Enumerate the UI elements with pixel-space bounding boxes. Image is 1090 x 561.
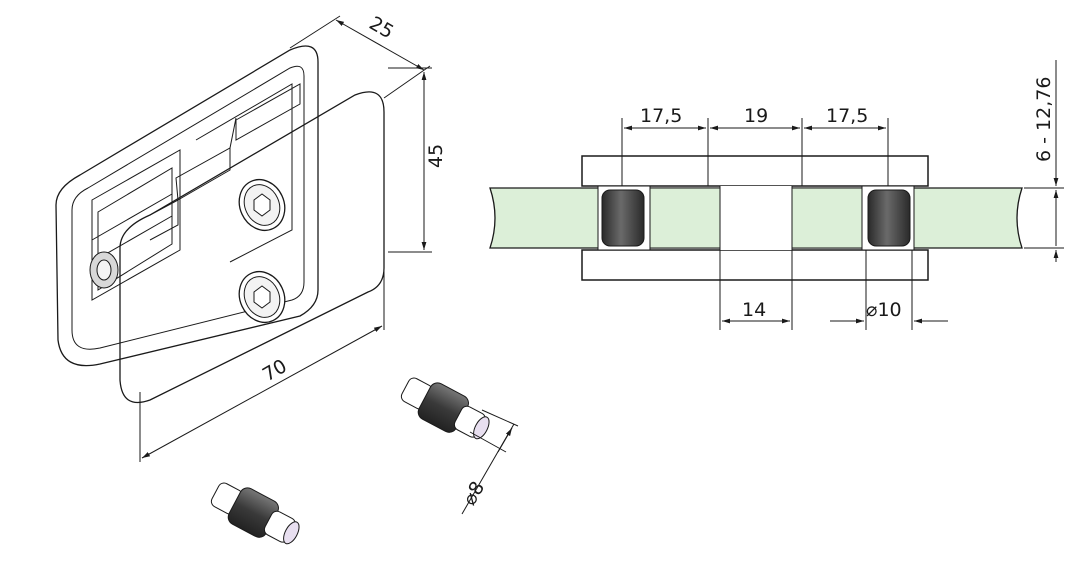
dim-slot-width-label: 14	[742, 299, 766, 321]
dim-gap-right-label: 17,5	[826, 105, 868, 127]
dim-depth-label: 25	[365, 12, 397, 43]
side-pin	[89, 251, 119, 289]
back-plate	[55, 45, 319, 367]
pad-right	[867, 189, 911, 247]
isometric-clamp-view: 25 45 70	[55, 12, 447, 462]
top-plate	[581, 155, 929, 187]
dim-rod-diameter-label: ⌀10	[866, 299, 902, 321]
dim-pin-diameter-label: ⌀8	[458, 478, 489, 509]
dim-depth: 25	[289, 12, 431, 99]
loose-pin-upper	[400, 377, 490, 440]
glass-left-inner	[649, 187, 721, 249]
dim-length-label: 70	[259, 355, 291, 386]
cross-section-view: 17,5 19 17,5 6 - 12,76 14 ⌀10	[489, 60, 1064, 330]
screw-bottom	[238, 271, 286, 323]
dim-height: 45	[388, 67, 447, 253]
front-plate	[119, 91, 385, 404]
glass-right-inner	[791, 187, 863, 249]
dim-height-label: 45	[425, 144, 447, 168]
dim-glass-thickness-label: 6 - 12,76	[1033, 77, 1055, 162]
dim-gap-mid-label: 19	[744, 105, 768, 127]
screw-top	[238, 179, 286, 231]
dim-gap-left-label: 17,5	[640, 105, 682, 127]
pad-left	[601, 189, 645, 247]
bottom-plate	[581, 249, 929, 281]
loose-pin-lower	[210, 482, 300, 545]
